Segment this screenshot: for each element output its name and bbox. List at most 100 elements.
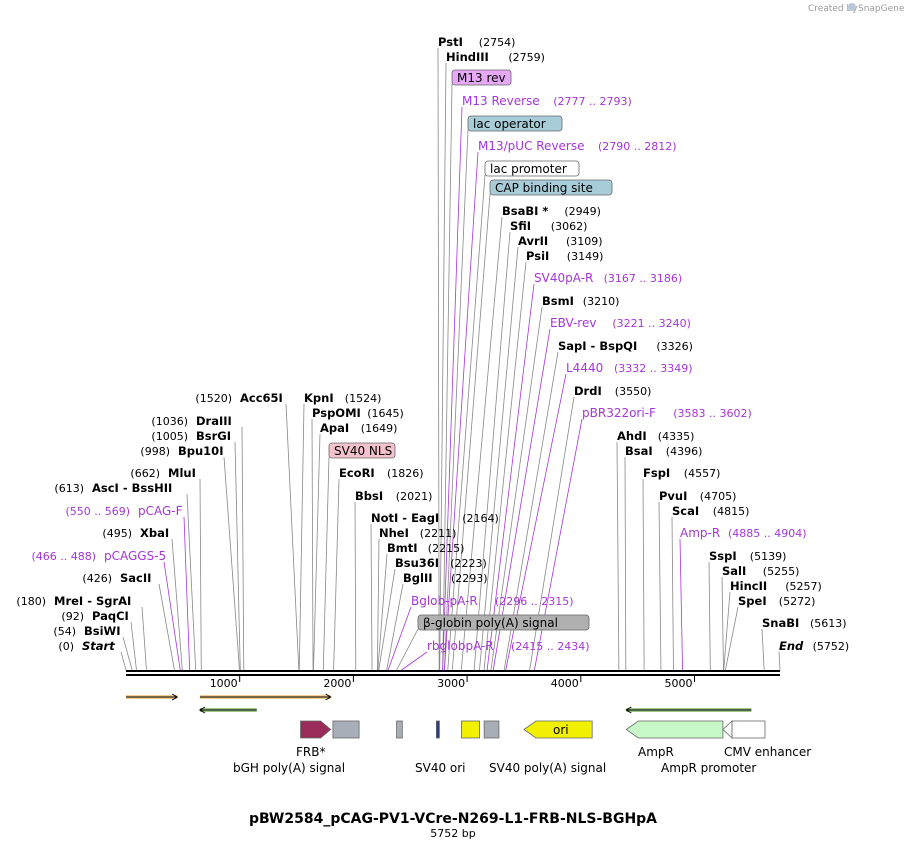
feature-ampr <box>625 720 724 739</box>
label-name: EBV-rev <box>550 316 596 330</box>
leader-line <box>442 106 463 671</box>
feature-gray-box <box>396 720 403 739</box>
label-position: (998) <box>140 445 170 458</box>
leader-line <box>447 174 486 671</box>
label-name: End <box>779 639 804 653</box>
leader-line <box>311 418 314 671</box>
tick-label: 4000 <box>551 677 579 690</box>
leader-line <box>642 478 645 671</box>
label-name: MreI - SgrAI <box>54 594 131 608</box>
label-position: (5752) <box>813 640 850 653</box>
label-position: (5139) <box>750 550 787 563</box>
label-position: (2211) <box>420 527 457 540</box>
label-kpni: KpnI(1524) <box>304 391 381 405</box>
label-hindiii: HindIII(2759) <box>446 50 545 64</box>
snapgene-logo-icon <box>848 3 856 11</box>
label-position: (550 .. 569) <box>65 505 130 518</box>
label-name: BglII <box>403 571 433 585</box>
label-name: MluI <box>168 466 196 480</box>
label-name: Bglob-pA-R <box>411 594 478 608</box>
credit-text: Created by <box>808 4 858 14</box>
label-bsmi: BsmI(3210) <box>542 294 619 308</box>
tick-label: 5000 <box>664 677 692 690</box>
label-name: L4440 <box>566 361 603 375</box>
label-position: (3326) <box>656 340 693 353</box>
label-name: SapI - BspQI <box>558 339 637 353</box>
label-scai: ScaI(4815) <box>672 504 749 518</box>
label-name: BsaI <box>625 444 653 458</box>
label-position: (5257) <box>785 580 822 593</box>
label-sspi: SspI (5139) <box>709 549 786 563</box>
leader-line <box>616 441 620 671</box>
label-position: (180) <box>16 595 46 608</box>
label-name: SspI <box>709 549 737 563</box>
feature-tag <box>489 179 613 196</box>
label-position: (4705) <box>700 490 737 503</box>
plasmid-title: pBW2584_pCAG-PV1-VCre-N269-L1-FRB-NLS-BG… <box>249 811 657 827</box>
label-position: (3583 .. 3602) <box>673 407 752 420</box>
label-position: (1524) <box>345 392 382 405</box>
label-position: (426) <box>82 572 112 585</box>
strand-bottom <box>126 674 780 676</box>
label-name: pCAGGS-5 <box>104 549 166 563</box>
leader-line <box>223 456 240 671</box>
feature-ori <box>523 720 593 739</box>
label-name: SV40pA-R <box>534 271 593 285</box>
label-name: pCAG-F <box>138 504 183 518</box>
label-position: (3167 .. 3186) <box>604 272 683 285</box>
label-bbsi: BbsI(2021) <box>355 489 432 503</box>
label-sv40-nls: SV40 NLS <box>328 442 396 459</box>
leader-line <box>460 216 503 671</box>
label-name: SalI <box>722 564 746 578</box>
label-name: Start <box>82 639 115 653</box>
leader-line <box>122 636 133 671</box>
label-name: Bsu36I <box>395 556 439 570</box>
orf-arrowhead <box>625 706 632 714</box>
leader-lines <box>120 47 781 671</box>
label-name: PaqCI <box>92 609 129 623</box>
label-position: (1649) <box>361 422 398 435</box>
label-position: (2215) <box>428 542 465 555</box>
leader-line <box>671 516 674 671</box>
label-name: BsiWI <box>84 624 121 638</box>
strand-top <box>126 670 780 672</box>
feature-ampr-promoter <box>722 720 733 739</box>
orf-arrowhead <box>171 693 179 701</box>
label-end: End (5752) <box>779 639 849 653</box>
label-bsai: BsaI(4396) <box>625 444 702 458</box>
orf-arrows <box>126 693 752 714</box>
leader-line <box>534 418 583 671</box>
leader-line <box>376 538 380 671</box>
label-pspomi: PspOMI(1645) <box>312 406 404 420</box>
label-position: (4815) <box>713 505 750 518</box>
leader-line <box>658 501 662 671</box>
label-name: AhdI <box>617 429 647 443</box>
label-position: (1520) <box>195 392 232 405</box>
label-sv40pa-r: SV40pA-R (3167 .. 3186) <box>534 271 682 285</box>
label-fspi: FspI(4557) <box>643 466 720 480</box>
label-name: Bpu10I <box>178 444 223 458</box>
label-name: AvrII <box>518 234 548 248</box>
label-name: BmtI <box>387 541 418 555</box>
leader-line <box>199 478 202 671</box>
label-position: (0) <box>58 640 74 653</box>
label-pvui: PvuI(4705) <box>659 489 736 503</box>
leader-line <box>483 261 527 671</box>
label-m13-reverse: M13 Reverse(2777 .. 2793) <box>462 94 632 108</box>
label-name: BsrGI <box>196 429 231 443</box>
label-position: (466 .. 488) <box>31 550 96 563</box>
leader-line <box>442 83 453 671</box>
leader-line <box>387 606 412 671</box>
label-rbglobpa-r: rbglobpA-R(2415 .. 2434) <box>427 639 590 653</box>
label-apai: ApaI(1649) <box>320 421 397 435</box>
feature-yellow-box <box>461 720 481 739</box>
feature-sv40-poly-a-signal <box>483 720 500 739</box>
leader-line <box>444 151 479 671</box>
label-name: NotI - EagI <box>371 511 439 525</box>
label-bsu36i: Bsu36I(2223) <box>395 556 487 570</box>
leader-line <box>778 651 781 671</box>
label-mrei-sgrai: (180) MreI - SgrAI <box>16 594 131 608</box>
label-bsiwi: (54)BsiWI <box>53 624 120 638</box>
